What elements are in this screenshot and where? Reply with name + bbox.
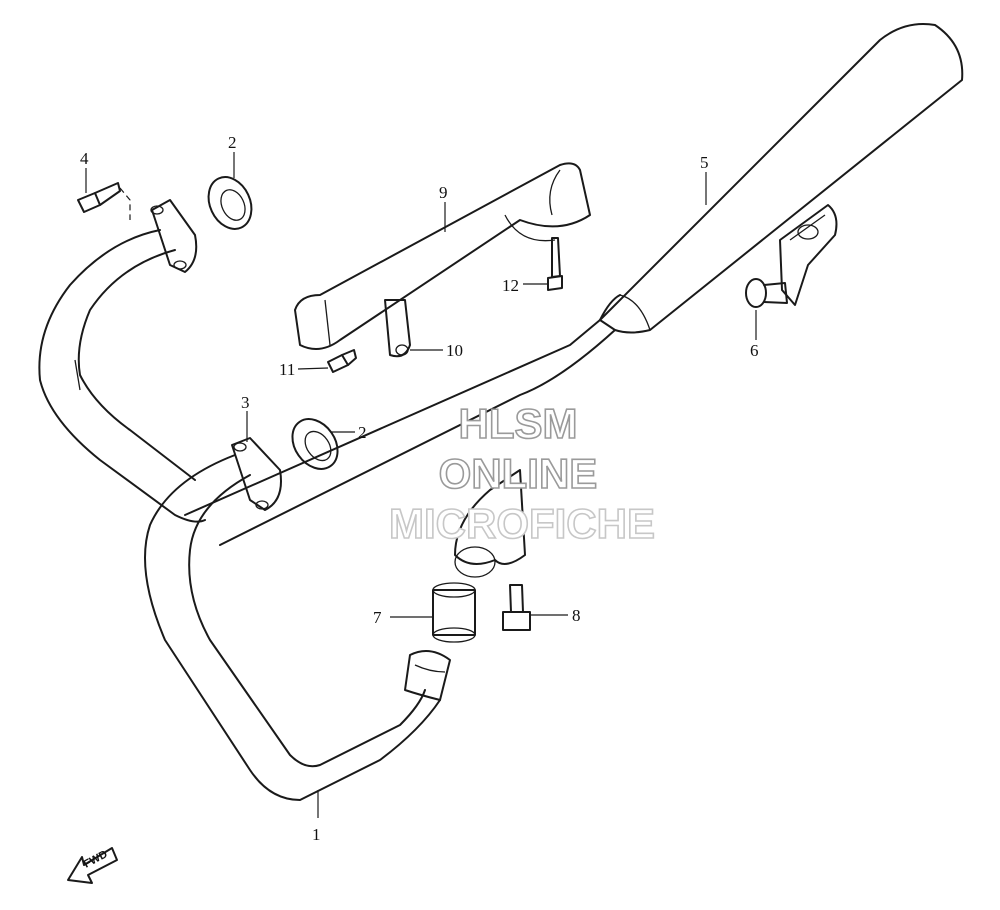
- callout-12: 12: [502, 276, 519, 295]
- callout-6: 6: [750, 341, 759, 360]
- leader-11: [297, 367, 329, 370]
- watermark-line-2: ONLINE: [439, 450, 598, 497]
- fwd-label: FWD: [82, 848, 110, 870]
- flange-part-3[interactable]: [231, 437, 282, 511]
- clamp-part[interactable]: [384, 299, 411, 358]
- callout-11: 11: [279, 360, 295, 379]
- watermark-line-3: MICROFICHE: [389, 500, 655, 547]
- muffler-part[interactable]: [184, 23, 964, 546]
- callout-2-lower: 2: [358, 423, 367, 442]
- fwd-arrow-icon: FWD: [67, 847, 118, 884]
- bolt-part-4[interactable]: [77, 182, 131, 220]
- bolt-part-6[interactable]: [745, 278, 788, 308]
- bolt-part-8[interactable]: [502, 584, 531, 631]
- heat-shield-part[interactable]: [294, 162, 591, 350]
- upper-flange[interactable]: [150, 199, 198, 273]
- exhaust-pipe-part[interactable]: [38, 229, 451, 801]
- callout-2-upper: 2: [228, 133, 237, 152]
- callout-1: 1: [312, 825, 321, 844]
- callout-8: 8: [572, 606, 581, 625]
- gasket-upper[interactable]: [200, 170, 259, 236]
- callout-9: 9: [439, 183, 448, 202]
- sleeve-part-7[interactable]: [432, 582, 476, 643]
- callout-10: 10: [446, 341, 463, 360]
- callout-4: 4: [80, 149, 89, 168]
- callout-5: 5: [700, 153, 709, 172]
- callout-3: 3: [241, 393, 250, 412]
- bolt-part-11[interactable]: [327, 349, 357, 373]
- callout-7: 7: [373, 608, 382, 627]
- hanger-bracket[interactable]: [454, 469, 526, 578]
- bolt-part-12[interactable]: [547, 237, 563, 291]
- watermark-line-1: HLSM: [459, 400, 578, 447]
